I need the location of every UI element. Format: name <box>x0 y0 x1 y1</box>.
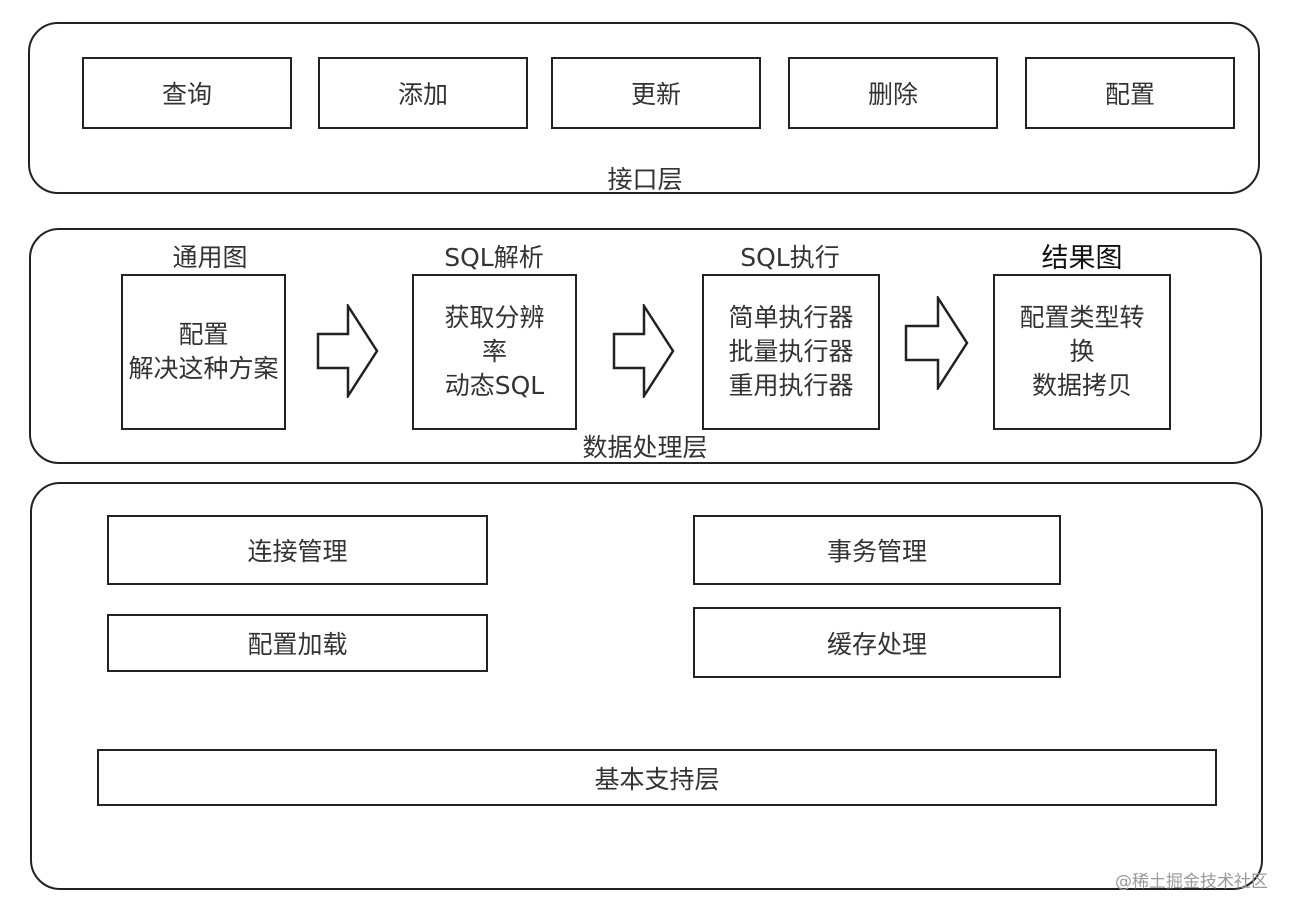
stage-box-sql-exec: 简单执行器 批量执行器 重用执行器 <box>702 274 880 430</box>
right-arrow-icon <box>904 296 969 390</box>
stage-line: 配置 <box>178 320 229 349</box>
config-box: 配置 <box>1025 57 1235 129</box>
interface-layer-label: 接口层 <box>607 165 683 194</box>
update-box: 更新 <box>551 57 761 129</box>
stage-line: 解决这种方案 <box>128 354 279 383</box>
connection-management-box: 连接管理 <box>107 515 488 585</box>
stage-line: 重用执行器 <box>728 371 854 400</box>
stage-title-sql-parse: SQL解析 <box>444 243 544 272</box>
support-layer <box>30 482 1263 890</box>
stage-box-sql-parse: 获取分辨 率 动态SQL <box>412 274 577 430</box>
stage-line: 配置类型转 <box>1019 303 1145 332</box>
config-loading-box: 配置加载 <box>107 614 488 672</box>
stage-line: 批量执行器 <box>728 337 854 366</box>
query-box: 查询 <box>82 57 292 129</box>
stage-line: 率 <box>481 337 507 366</box>
stage-line: 换 <box>1069 337 1095 366</box>
interface-layer <box>28 22 1260 194</box>
watermark: @稀土掘金技术社区 <box>1115 872 1268 892</box>
stage-title-result: 结果图 <box>1041 243 1123 274</box>
stage-box-result: 配置类型转 换 数据拷贝 <box>993 274 1171 430</box>
right-arrow-icon <box>316 304 379 398</box>
stage-line: 动态SQL <box>444 371 545 400</box>
stage-title-mapping: 通用图 <box>172 243 248 272</box>
add-box: 添加 <box>318 57 528 129</box>
cache-handling-box: 缓存处理 <box>693 607 1061 678</box>
support-layer-bar: 基本支持层 <box>97 749 1217 806</box>
stage-line: 获取分辨 <box>444 303 545 332</box>
right-arrow-icon <box>612 304 675 398</box>
stage-line: 数据拷贝 <box>1031 371 1132 400</box>
stage-line: 简单执行器 <box>728 303 854 332</box>
data-processing-layer <box>29 228 1262 464</box>
data-processing-layer-label: 数据处理层 <box>582 433 708 462</box>
transaction-management-box: 事务管理 <box>693 515 1061 585</box>
stage-box-mapping: 配置 解决这种方案 <box>121 274 286 430</box>
delete-box: 删除 <box>788 57 998 129</box>
stage-title-sql-exec: SQL执行 <box>740 243 840 272</box>
